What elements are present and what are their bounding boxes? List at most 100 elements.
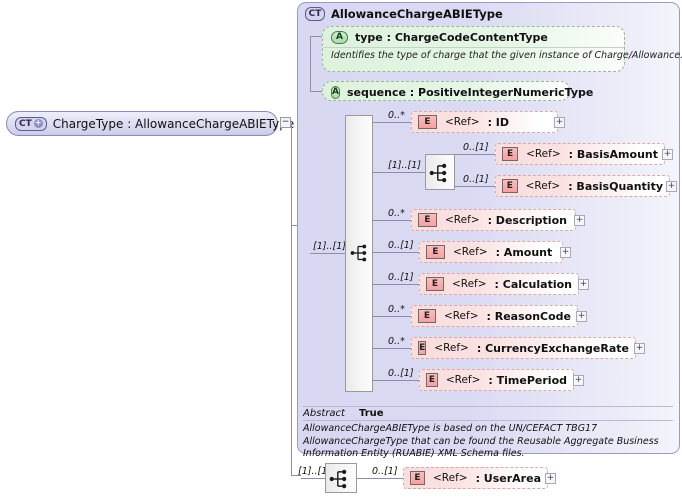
root-node-label: ChargeType : AllowanceChargeABIEType xyxy=(52,116,295,131)
choice-icon xyxy=(429,163,447,183)
element-expand-button[interactable]: + xyxy=(578,279,589,290)
element-name-label: : BasisAmount xyxy=(568,147,658,161)
attribute-type[interactable]: A type : ChargeCodeContentType Identifie… xyxy=(322,26,682,72)
sequence-cardinality-label: [1]..[1] xyxy=(313,241,346,252)
complex-type-badge-icon: CT+ xyxy=(15,116,47,131)
element-expand-button[interactable]: + xyxy=(576,311,587,322)
element-expand-button[interactable]: + xyxy=(634,343,645,354)
element-ref-label: <Ref> xyxy=(434,342,469,354)
attribute-sequence[interactable]: A sequence : PositiveIntegerNumericType xyxy=(322,81,593,102)
element-name-label: : CurrencyExchangeRate xyxy=(476,341,629,355)
connector-attr-type xyxy=(310,36,322,37)
element-ref-label: <Ref> xyxy=(433,472,468,484)
attribute-badge-icon: A xyxy=(331,85,340,99)
element-expand-button[interactable]: + xyxy=(662,149,673,160)
attribute-sequence-label: sequence : PositiveIntegerNumericType xyxy=(346,85,594,99)
attribute-sequence-row: A sequence : PositiveIntegerNumericType xyxy=(323,82,593,102)
element-cardinality-5: 0..[1] xyxy=(388,272,414,283)
element-id[interactable]: E <Ref> : ID xyxy=(411,111,558,133)
element-currencyexchangerate[interactable]: E <Ref> : CurrencyExchangeRate xyxy=(411,337,636,359)
element-name-label: : ReasonCode xyxy=(486,309,571,323)
connector-sequence-in xyxy=(310,253,345,254)
ct-badge-text: CT xyxy=(19,118,32,129)
userarea-cardinality: 0..[1] xyxy=(372,466,398,477)
ct-expand-plus-icon: + xyxy=(33,118,43,128)
element-ref-label: <Ref> xyxy=(443,310,479,322)
element-userarea[interactable]: E <Ref> : UserArea xyxy=(403,467,548,489)
element-cardinality-2: 0..[1] xyxy=(463,174,489,185)
element-cardinality-3: 0..* xyxy=(388,208,405,219)
connector-element-8 xyxy=(373,380,419,381)
connector-userarea-sequence xyxy=(301,478,325,479)
element-expand-button[interactable]: + xyxy=(560,247,571,258)
element-expand-button[interactable]: + xyxy=(545,473,556,484)
element-badge-icon: E xyxy=(502,147,519,161)
element-cardinality-4: 0..[1] xyxy=(388,240,414,251)
connector-element-0 xyxy=(373,122,411,123)
element-badge-icon: E xyxy=(418,341,427,355)
connector-to-complextype xyxy=(291,225,299,226)
element-description[interactable]: E <Ref> : Description xyxy=(411,209,576,231)
complextype-header: CT AllowanceChargeABIEType xyxy=(305,5,503,23)
attribute-badge-icon: A xyxy=(331,30,348,44)
element-ref-label: <Ref> xyxy=(445,116,480,128)
element-expand-button[interactable]: + xyxy=(574,215,585,226)
complextype-title: AllowanceChargeABIEType xyxy=(331,7,503,21)
element-basisquantity[interactable]: E <Ref> : BasisQuantity xyxy=(495,175,670,197)
choice-cardinality-label: [1]..[1] xyxy=(388,160,421,171)
element-badge-icon: E xyxy=(418,213,437,227)
element-name-label: : UserArea xyxy=(475,471,541,485)
connector-userarea-element xyxy=(357,478,403,479)
element-badge-icon: E xyxy=(418,309,436,323)
attribute-type-row: A type : ChargeCodeContentType xyxy=(323,27,624,47)
element-badge-icon: E xyxy=(410,471,425,485)
element-cardinality-7: 0..* xyxy=(388,336,405,347)
element-expand-button[interactable]: + xyxy=(554,117,565,128)
root-node-chargetype[interactable]: CT+ ChargeType : AllowanceChargeABIEType xyxy=(6,111,294,136)
element-ref-label: <Ref> xyxy=(453,246,488,258)
userarea-sequence-cardinality: [1]..[1] xyxy=(298,466,331,477)
element-calculation[interactable]: E <Ref> : Calculation xyxy=(419,273,579,295)
element-cardinality-1: 0..[1] xyxy=(463,142,489,153)
abstract-row: Abstract True xyxy=(303,406,673,421)
connector-element-2 xyxy=(455,186,495,187)
element-name-label: : ID xyxy=(487,115,510,129)
element-ref-label: <Ref> xyxy=(445,214,480,226)
element-badge-icon: E xyxy=(418,115,437,129)
sequence-icon xyxy=(350,244,367,262)
complextype-documentation: AllowanceChargeABIEType is based on the … xyxy=(303,423,659,459)
attribute-type-label: type : ChargeCodeContentType xyxy=(355,30,548,44)
sequence-icon xyxy=(329,469,347,489)
root-collapse-button[interactable]: − xyxy=(280,117,291,128)
element-name-label: : TimePeriod xyxy=(488,373,567,387)
element-cardinality-0: 0..* xyxy=(388,110,405,121)
element-expand-button[interactable]: + xyxy=(573,375,584,386)
element-badge-icon: E xyxy=(426,373,438,387)
element-basisamount[interactable]: E <Ref> : BasisAmount xyxy=(495,143,665,165)
element-expand-button[interactable]: + xyxy=(666,181,677,192)
element-badge-icon: E xyxy=(426,245,445,259)
connector-to-userarea xyxy=(291,475,301,476)
connector-attr-sequence xyxy=(310,91,322,92)
connector-choice-in xyxy=(373,172,425,173)
element-ref-label: <Ref> xyxy=(445,374,481,386)
attribute-type-documentation: Identifies the type of charge that the g… xyxy=(323,47,682,61)
element-reasoncode[interactable]: E <Ref> : ReasonCode xyxy=(411,305,578,327)
element-name-label: : BasisQuantity xyxy=(568,179,663,193)
element-name-label: : Calculation xyxy=(494,277,572,291)
element-cardinality-8: 0..[1] xyxy=(388,368,414,379)
connector-attributes-vertical xyxy=(310,36,311,92)
connector-element-5 xyxy=(373,284,419,285)
element-name-label: : Description xyxy=(487,213,567,227)
abstract-label: Abstract xyxy=(303,408,345,419)
connector-element-3 xyxy=(373,220,411,221)
element-ref-label: <Ref> xyxy=(526,148,561,160)
abstract-value: True xyxy=(358,408,384,419)
element-amount[interactable]: E <Ref> : Amount xyxy=(419,241,563,263)
element-badge-icon: E xyxy=(426,277,444,291)
element-ref-label: <Ref> xyxy=(451,278,487,290)
element-timeperiod[interactable]: E <Ref> : TimePeriod xyxy=(419,369,574,391)
connector-element-6 xyxy=(373,316,411,317)
element-badge-icon: E xyxy=(502,179,518,193)
connector-element-1 xyxy=(455,154,495,155)
